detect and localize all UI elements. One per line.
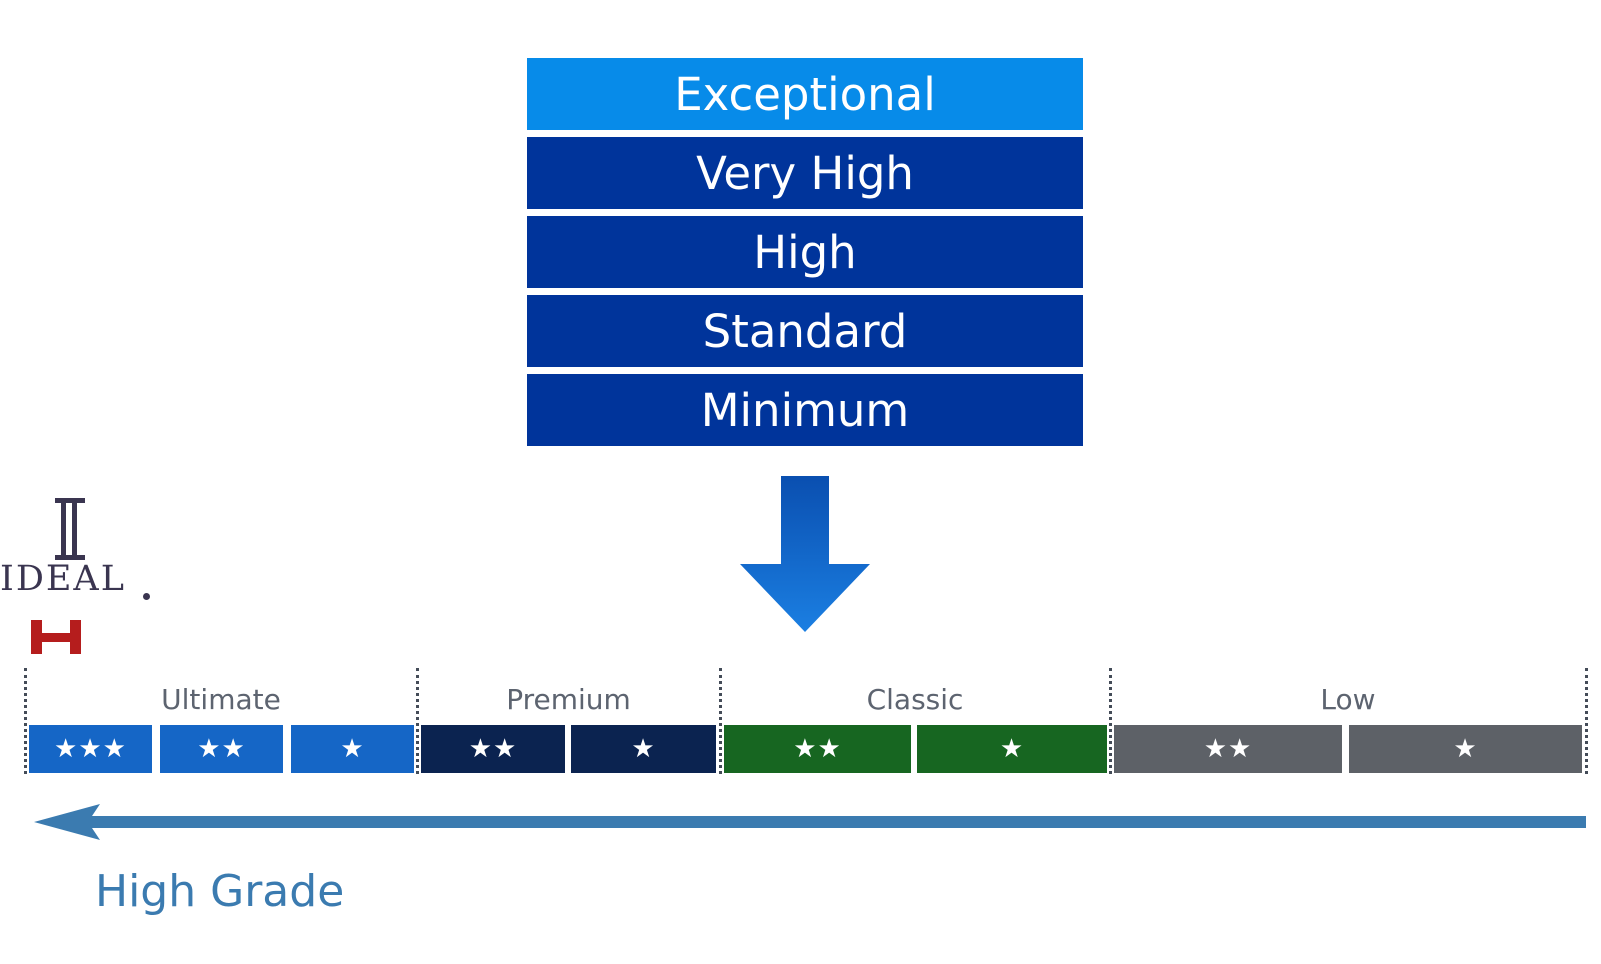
rating-cell-classic-2: ★★ — [724, 725, 911, 773]
tier-label-premium: Premium — [506, 683, 631, 716]
tier-label-classic: Classic — [866, 683, 964, 716]
rating-cell-premium-2: ★★ — [421, 725, 565, 773]
tier-label-low: Low — [1320, 683, 1376, 716]
rating-cell-premium-1: ★ — [571, 725, 716, 773]
rating-cell-low-2: ★★ — [1114, 725, 1342, 773]
grade-minimum: Minimum — [527, 374, 1083, 446]
rating-cell-ultimate-3: ★★★ — [29, 725, 152, 773]
scale-divider — [1585, 668, 1588, 774]
rating-cell-classic-1: ★ — [917, 725, 1107, 773]
grade-standard: Standard — [527, 295, 1083, 367]
scale-divider — [719, 668, 722, 774]
logo-text: IDEAL — [0, 559, 126, 599]
grade-very-high: Very High — [527, 137, 1083, 209]
scale-divider — [24, 668, 27, 774]
down-arrow-icon — [740, 476, 870, 632]
ideal-logo: IDEAL — [0, 498, 160, 658]
scale-divider — [1109, 668, 1112, 774]
logo-dot — [143, 593, 150, 600]
tier-label-ultimate: Ultimate — [161, 683, 281, 716]
rating-cell-ultimate-1: ★ — [291, 725, 414, 773]
grade-stack: Exceptional Very High High Standard Mini… — [527, 58, 1083, 453]
left-arrow-icon — [34, 804, 1586, 840]
grade-exceptional: Exceptional — [527, 58, 1083, 130]
rating-cell-ultimate-2: ★★ — [160, 725, 283, 773]
rating-cell-low-1: ★ — [1349, 725, 1582, 773]
grade-scale: Ultimate Premium Classic Low ★★★ ★★ ★ ★★… — [0, 668, 1601, 778]
roman-numeral-one-icon — [55, 498, 85, 560]
red-h-mark-icon — [31, 620, 81, 654]
grade-high: High — [527, 216, 1083, 288]
scale-divider — [416, 668, 419, 774]
high-grade-label: High Grade — [95, 866, 345, 917]
